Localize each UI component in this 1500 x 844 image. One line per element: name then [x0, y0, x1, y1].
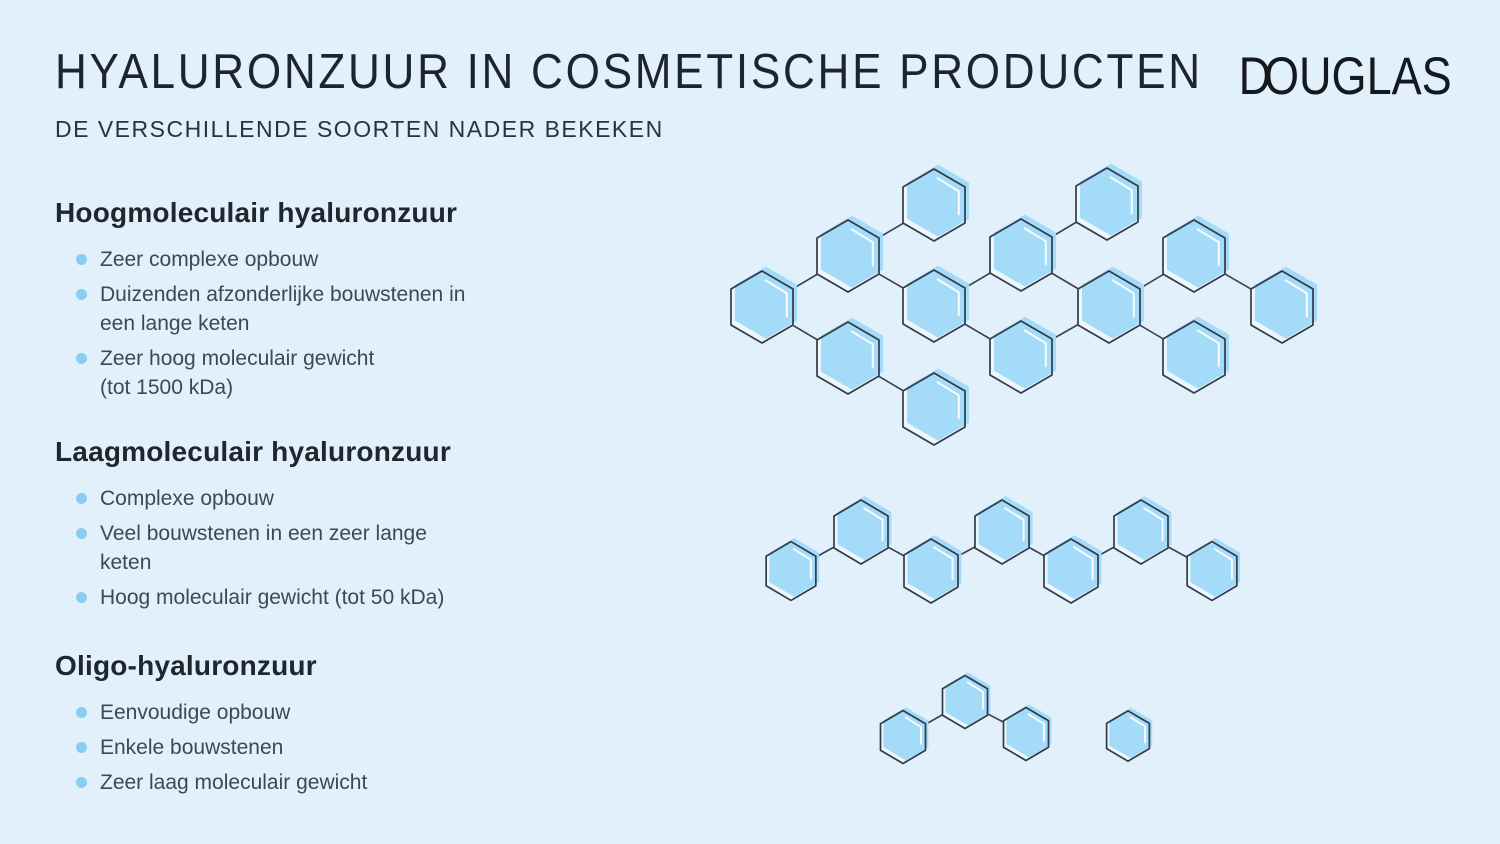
hexagon-highlight: [904, 716, 922, 745]
page-subtitle: DE VERSCHILLENDE SOORTEN NADER BEKEKEN: [55, 116, 664, 142]
hexagon-highlight: [966, 681, 984, 710]
section-heading: Oligo-hyaluronzuur: [55, 650, 317, 681]
hexagon: [1186, 538, 1241, 602]
bullet-dot-icon: [76, 493, 87, 504]
hexagon-highlight: [1129, 716, 1147, 744]
bullet-line: Complexe opbouw: [100, 487, 274, 510]
hexagon: [902, 265, 970, 343]
hexagon-highlight: [1023, 329, 1047, 368]
bullet-dot-icon: [76, 707, 87, 718]
laagmoleculair-chain: [765, 496, 1241, 604]
bullet-dot-icon: [76, 528, 87, 539]
section-heading: Laagmoleculair hyaluronzuur: [55, 436, 451, 467]
hexagon-highlight: [1213, 548, 1233, 580]
hexagon: [765, 538, 820, 602]
bullet-dot-icon: [76, 742, 87, 753]
header: HYALURONZUUR IN COSMETISCHE PRODUCTEN DE…: [55, 44, 1330, 143]
hexagon: [833, 496, 892, 565]
hexagon: [1162, 316, 1230, 394]
bullet-dot-icon: [76, 289, 87, 300]
hexagon: [1075, 163, 1143, 241]
hexagon: [989, 316, 1057, 394]
logo-letter-d: D: [1238, 47, 1272, 106]
bullet-dot-icon: [76, 254, 87, 265]
hexagon-highlight: [1023, 227, 1047, 266]
hexagon: [1105, 707, 1153, 763]
section-oligo: Oligo-hyaluronzuur Eenvoudige opbouw Enk…: [55, 650, 535, 803]
oligo-fragments: [879, 672, 1153, 765]
douglas-logo: D OUGLAS: [1239, 46, 1452, 107]
hexagon: [1043, 535, 1102, 604]
hexagon-highlight: [764, 279, 788, 318]
hexagon-highlight: [1196, 329, 1220, 368]
logo-letters-rest: OUGLAS: [1264, 47, 1452, 106]
hexagon: [879, 707, 929, 765]
hexagon: [974, 496, 1033, 565]
bullet-item: Duizenden afzonderlijke bouwstenen in ee…: [55, 280, 535, 338]
hexagon: [902, 368, 970, 446]
hexagon-highlight: [1027, 713, 1045, 742]
hexagon-highlight: [1111, 279, 1135, 318]
hexagon-highlight: [936, 177, 960, 216]
hexagon-highlight: [936, 278, 960, 317]
bullet-line: Zeer hoog moleculair gewicht: [100, 347, 375, 370]
bullet-item: Zeer laag moleculair gewicht: [55, 768, 535, 797]
section-hoogmoleculair: Hoogmoleculair hyaluronzuur Zeer complex…: [55, 197, 535, 408]
hoogmoleculair-network: [730, 163, 1318, 446]
bullet-item: Eenvoudige opbouw: [55, 698, 535, 727]
bullet-line: Eenvoudige opbouw: [100, 701, 291, 724]
page-title: HYALURONZUUR IN COSMETISCHE PRODUCTEN: [55, 45, 1203, 99]
bullet-item: Hoog moleculair gewicht (tot 50 kDa): [55, 583, 535, 612]
hexagon: [1077, 266, 1145, 344]
hexagon: [903, 535, 962, 604]
bullet-item: Zeer hoog moleculair gewicht (tot 1500 k…: [55, 344, 535, 402]
hexagon: [941, 672, 991, 730]
bullet-item: Complexe opbouw: [55, 484, 535, 513]
hexagon-highlight: [1109, 176, 1133, 215]
bullet-line: Enkele bouwstenen: [100, 736, 284, 759]
bullet-dot-icon: [76, 353, 87, 364]
hexagon: [816, 317, 884, 395]
hexagon-highlight: [933, 546, 954, 581]
hexagon: [1113, 496, 1172, 565]
section-heading: Hoogmoleculair hyaluronzuur: [55, 197, 458, 228]
bullet-dot-icon: [76, 777, 87, 788]
hexagon-highlight: [850, 228, 874, 267]
bullet-dot-icon: [76, 592, 87, 603]
bullet-line: Duizenden afzonderlijke bouwstenen in: [100, 283, 466, 306]
bullet-line: keten: [100, 551, 152, 574]
hexagon: [902, 164, 970, 242]
hexagon-highlight: [1196, 228, 1220, 267]
section-laagmoleculair: Laagmoleculair hyaluronzuur Complexe opb…: [55, 436, 535, 618]
bullet-item: Enkele bouwstenen: [55, 733, 535, 762]
bullet-line: een lange keten: [100, 312, 250, 335]
bullet-line: Hoog moleculair gewicht (tot 50 kDa): [100, 586, 445, 609]
hexagon: [816, 215, 884, 293]
hexagon-highlight: [850, 330, 874, 369]
bullet-line: Veel bouwstenen in een zeer lange: [100, 522, 427, 545]
bullet-item: Zeer complexe opbouw: [55, 245, 535, 274]
hexagon: [1002, 704, 1052, 762]
hexagon-highlight: [1073, 546, 1094, 581]
hexagon: [730, 266, 798, 344]
hexagon-highlight: [792, 548, 812, 580]
hexagon-highlight: [1143, 507, 1164, 542]
hexagon: [1162, 215, 1230, 293]
hexagon-highlight: [1284, 279, 1308, 318]
bullet-line: Zeer laag moleculair gewicht: [100, 771, 368, 794]
bullet-item: Veel bouwstenen in een zeer lange keten: [55, 519, 535, 577]
hexagon: [989, 214, 1057, 292]
hexagon: [1250, 266, 1318, 344]
bullet-line: (tot 1500 kDa): [100, 376, 234, 399]
hexagon-highlight: [1004, 507, 1025, 542]
hexagon-highlight: [863, 507, 884, 542]
hexagon-highlight: [936, 381, 960, 420]
bullet-line: Zeer complexe opbouw: [100, 248, 319, 271]
